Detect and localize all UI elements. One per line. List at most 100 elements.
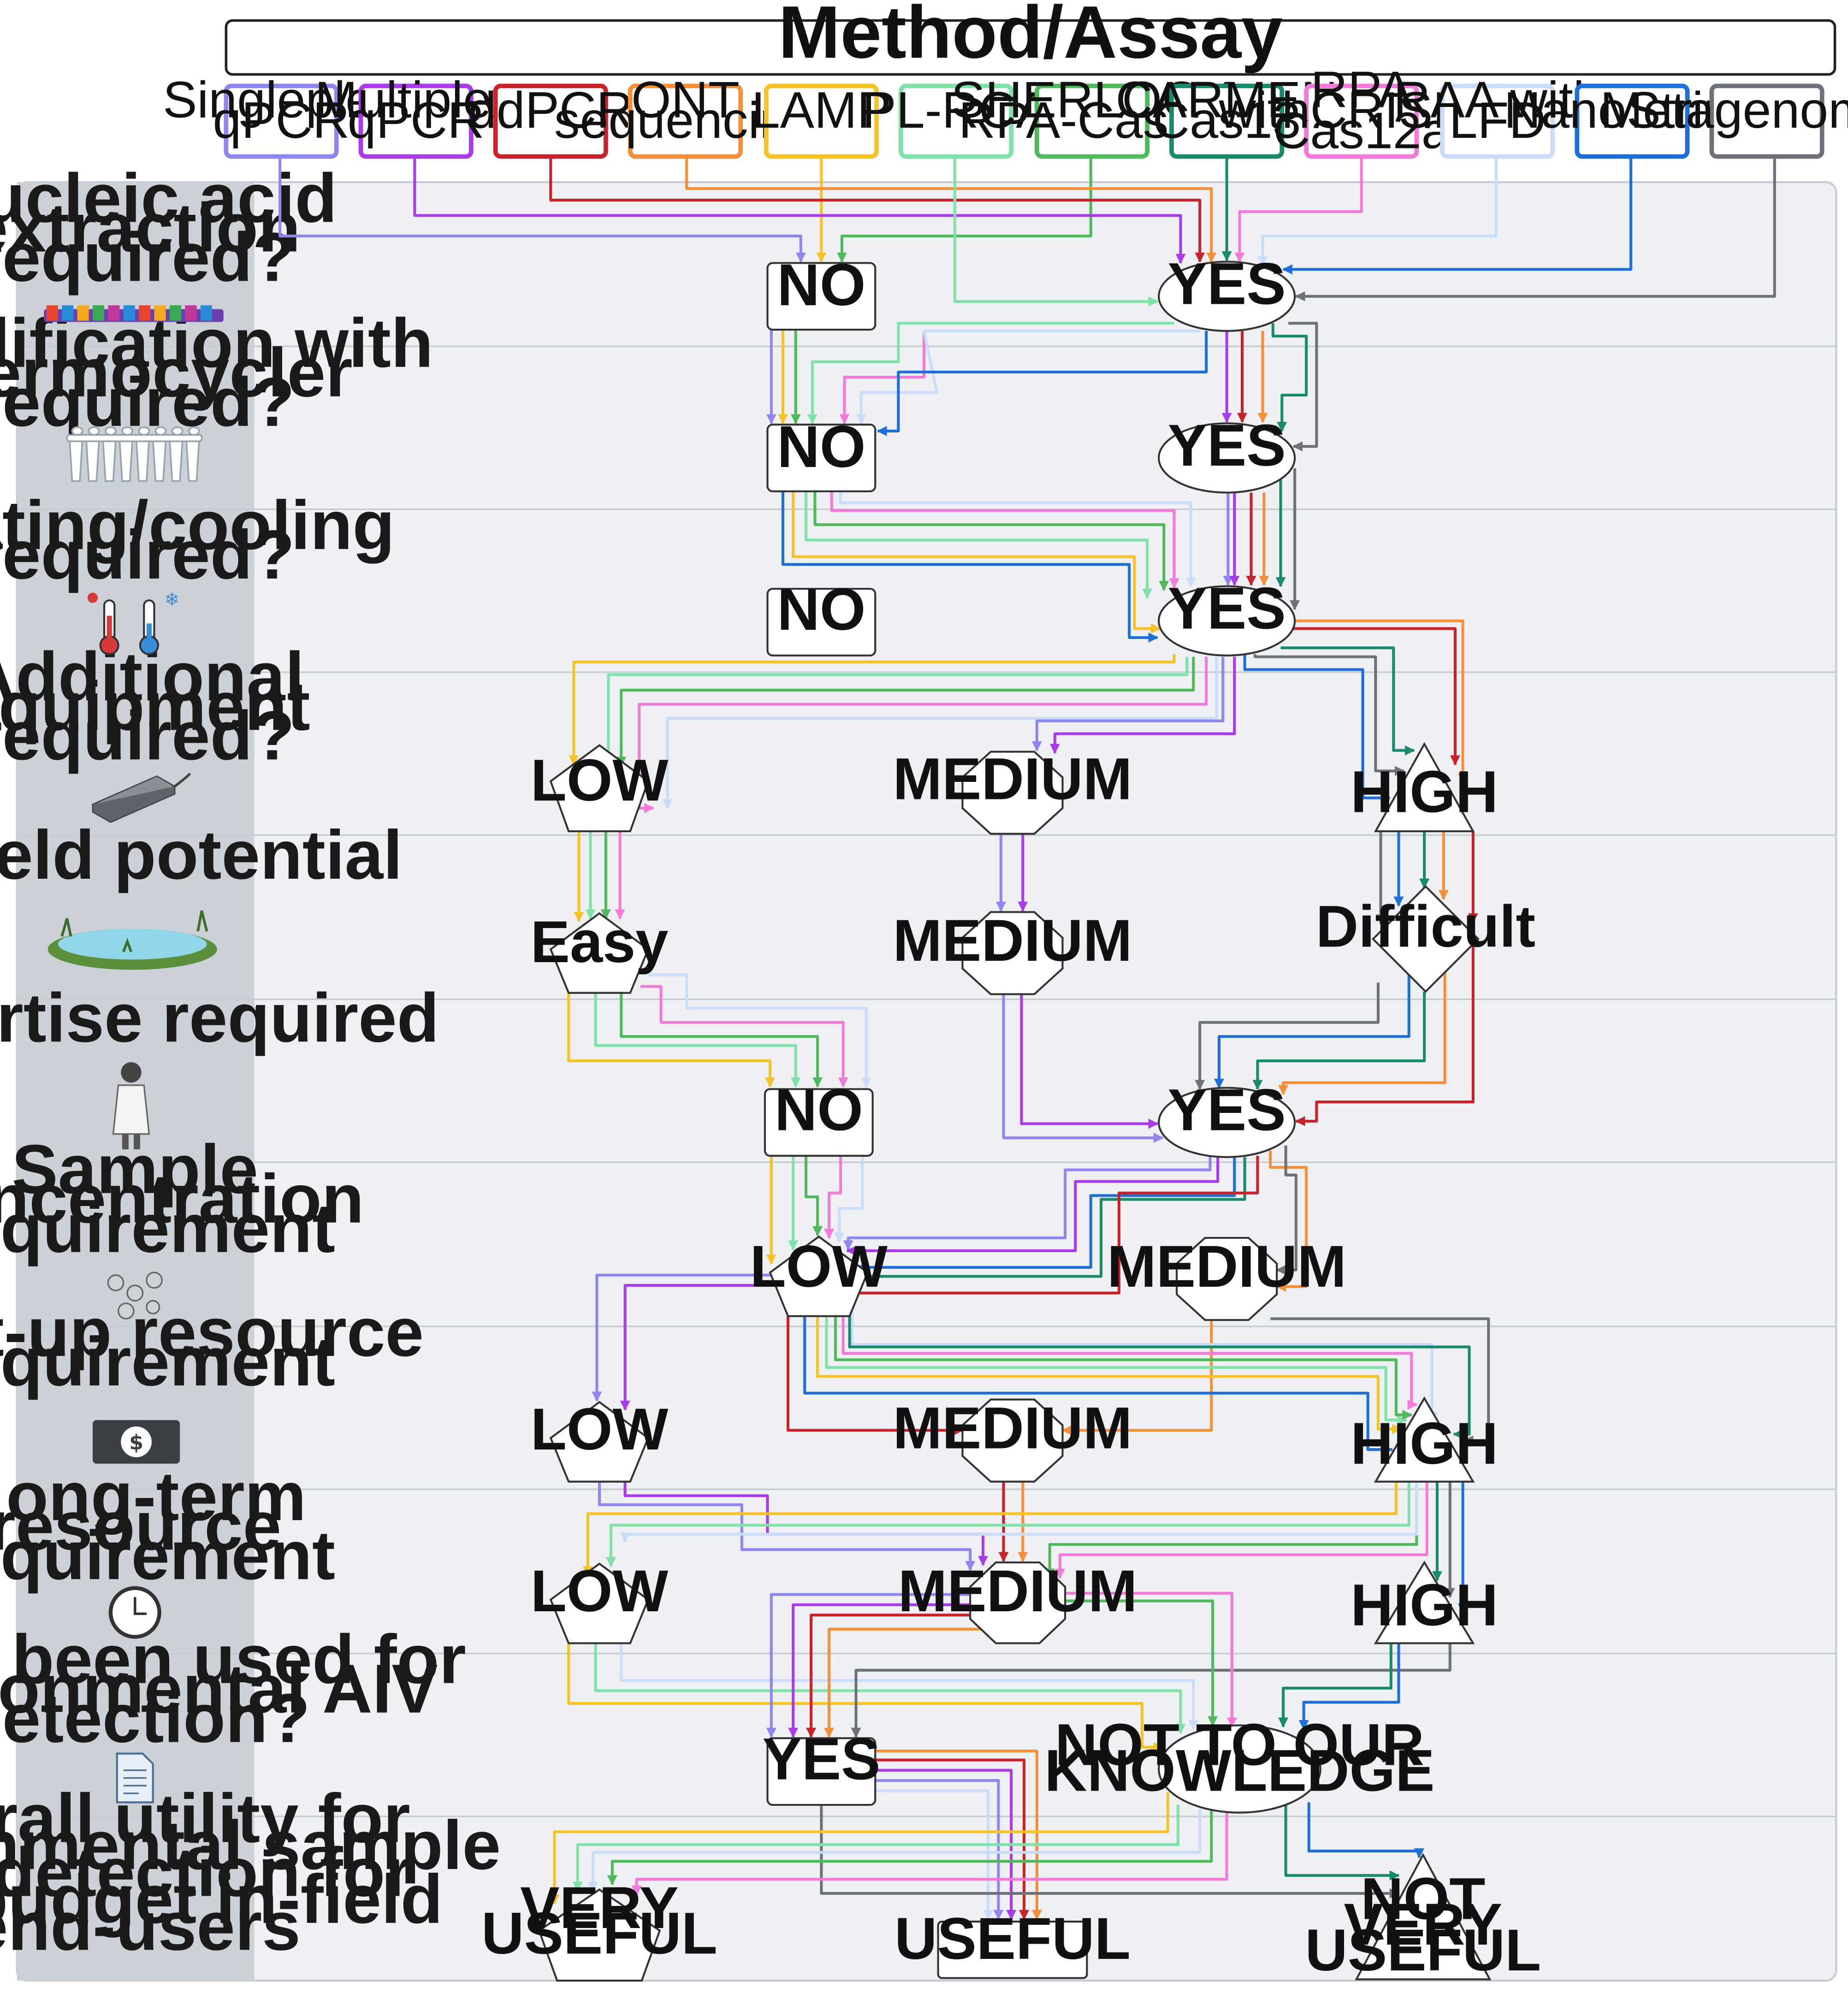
flow-edge-raa-lfd xyxy=(834,1156,864,1243)
concentration-medium-node: MEDIUM xyxy=(1107,1234,1346,1321)
flow-edge-multiplex-qpcr xyxy=(875,1768,1017,1920)
flow-edge-metagenomics xyxy=(1275,1145,1297,1275)
svg-text:LOW: LOW xyxy=(750,1234,888,1300)
method-label-raa-lfd: RAA withLFD xyxy=(1393,71,1601,149)
flow-edge-sherlock-rpa-cas13 xyxy=(607,1810,1213,1886)
flow-edge-nanostring xyxy=(1298,1643,1400,1730)
flow-edge-sherlock-rpa-cas13 xyxy=(620,993,823,1088)
infield-difficult-node: Difficult xyxy=(1316,885,1535,993)
flow-edge-raa-lfd xyxy=(856,329,1200,425)
clock-icon xyxy=(108,1586,161,1639)
utility-not-very-useful-node: NOTVERYUSEFUL xyxy=(1305,1853,1541,1983)
method-box-ddpcr: ddPCR xyxy=(468,81,634,159)
svg-text:LOW: LOW xyxy=(531,747,669,813)
pond-icon xyxy=(47,910,217,970)
flow-edge-ont-sequencing xyxy=(1269,1150,1308,1292)
flow-edge-ddpcr xyxy=(806,1614,978,1738)
method-label-lamp: LAMP xyxy=(752,81,891,139)
longterm-medium-node: MEDIUM xyxy=(898,1558,1137,1644)
svg-text:MEDIUM: MEDIUM xyxy=(893,908,1132,974)
flow-edge-carmen-cas13 xyxy=(1278,1643,1392,1728)
svg-text:LOW: LOW xyxy=(531,1396,669,1462)
flow-edge-rpa-crispr-cas12a xyxy=(841,1316,1418,1410)
method-box-raa-lfd: RAA withLFD xyxy=(1393,71,1602,159)
flow-edge-sherlock-rpa-cas13 xyxy=(616,657,1195,767)
flow-edge-carmen-cas13 xyxy=(859,1157,1246,1282)
flow-edge-ont-sequencing xyxy=(875,1750,1042,1920)
svg-text:NO: NO xyxy=(777,577,865,643)
longterm-high-node: HIGH xyxy=(1350,1561,1498,1644)
pcr-tubes-icon xyxy=(66,426,203,482)
scientist-icon xyxy=(112,1062,150,1150)
flow-edge-singleplex-qpcr xyxy=(843,1154,1212,1251)
equipment-low-node: LOW xyxy=(531,744,669,833)
flow-edge-singleplex-qpcr xyxy=(766,1593,974,1738)
startup-low-node: LOW xyxy=(531,1396,669,1483)
amplification-yes-node: YES xyxy=(1158,413,1296,494)
row-label-11: Overall utility forenvironmental sampleA… xyxy=(0,1780,501,1965)
flow-edge-carmen-cas13 xyxy=(1252,991,1426,1090)
heating-no-node: NO xyxy=(766,577,877,657)
flow-edge-singleplex-qpcr xyxy=(875,1779,1004,1920)
flow-edge-lamp xyxy=(816,1316,1403,1434)
expertise-yes-node: YES xyxy=(1158,1077,1296,1158)
flow-edge-singleplex-qpcr xyxy=(592,1273,771,1402)
flow-edge-raa-lfd xyxy=(1257,156,1498,267)
flow-edge-pl-rca xyxy=(606,1481,1410,1567)
expertise-no-node: NO xyxy=(764,1077,874,1157)
row-label-5: In-field potential xyxy=(0,816,403,893)
startup-medium-node: MEDIUM xyxy=(893,1395,1132,1483)
row-label-9: Long-termresourcerequirement xyxy=(0,1457,335,1594)
method-box-lamp: LAMP xyxy=(752,81,891,159)
flow-edge-ddpcr xyxy=(549,156,1205,263)
flow-edge-rpa-crispr-cas12a xyxy=(830,491,1179,589)
flow-edge-ont-sequencing xyxy=(1291,619,1468,784)
flow-edge-sherlock-rpa-cas13 xyxy=(836,156,1092,263)
flow-edge-raa-lfd xyxy=(662,657,1218,810)
flow-edge-multiplex-qpcr xyxy=(1049,657,1236,754)
flow-edge-singleplex-qpcr xyxy=(1002,994,1164,1143)
svg-text:USEFUL: USEFUL xyxy=(894,1906,1131,1972)
svg-text:YES: YES xyxy=(1168,413,1286,479)
flow-edge-nanostring xyxy=(877,331,1208,436)
flow-edge-ddpcr xyxy=(875,1758,1030,1920)
device-icon xyxy=(91,772,191,823)
flow-edge-metagenomics xyxy=(1270,1317,1490,1446)
flow-edge-ddpcr xyxy=(846,1156,1259,1298)
flow-edge-raa-lfd xyxy=(875,1789,994,1920)
svg-text:VERYUSEFUL: VERYUSEFUL xyxy=(481,1875,717,1967)
flow-edge-pl-rca xyxy=(603,657,1189,766)
flow-edges xyxy=(278,156,1776,1920)
flow-edge-pl-rca xyxy=(594,1643,1186,1734)
flow-edge-ont-sequencing xyxy=(685,156,1217,263)
flow-edge-multiplex-qpcr xyxy=(413,156,1186,264)
svg-text:YES: YES xyxy=(1168,575,1286,641)
startup-high-node: HIGH xyxy=(1350,1396,1498,1483)
flow-edge-ont-sequencing xyxy=(1278,959,1446,1095)
flow-edge-nanostring xyxy=(1214,973,1410,1089)
method-label-multiplex-qpcr: MultiplexqPCR xyxy=(315,71,517,149)
svg-text:YES: YES xyxy=(1168,251,1286,317)
flow-edge-lamp xyxy=(567,993,776,1088)
flow-edge-ont-sequencing xyxy=(1061,1317,1213,1436)
utility-very-useful-node: VERYUSEFUL xyxy=(481,1875,717,1982)
flow-edge-ddpcr xyxy=(1291,627,1460,766)
flow-edge-metagenomics xyxy=(1253,654,1405,776)
concentration-low-node: LOW xyxy=(750,1234,888,1317)
flow-edge-pl-rca xyxy=(807,322,1174,425)
thermometer-icon: ❄ xyxy=(87,589,180,656)
method-box-pl-rca: PL-RCA xyxy=(862,81,1050,159)
flow-edge-rpa-crispr-cas12a xyxy=(631,1811,1228,1896)
row-label-7: Sampleconcentrationrequirement xyxy=(0,1130,364,1267)
row-label-3: Heating/coolingrequired? xyxy=(0,486,395,593)
used-not-node: NOT TO OURKNOWLEDGE xyxy=(1044,1712,1435,1814)
infield-medium-node: MEDIUM xyxy=(893,908,1132,995)
flow-edge-pl-rca xyxy=(953,156,1159,307)
flow-edge-carmen-cas13 xyxy=(1271,323,1308,432)
method-header: Method/Assay xyxy=(225,0,1836,76)
flow-edge-sherlock-rpa-cas13 xyxy=(813,491,1169,591)
svg-text:❄: ❄ xyxy=(165,589,180,610)
method-label-pl-rca: PL-RCA xyxy=(862,81,1050,139)
svg-text:NOTVERYUSEFUL: NOTVERYUSEFUL xyxy=(1305,1866,1541,1983)
svg-text:MEDIUM: MEDIUM xyxy=(893,746,1132,812)
